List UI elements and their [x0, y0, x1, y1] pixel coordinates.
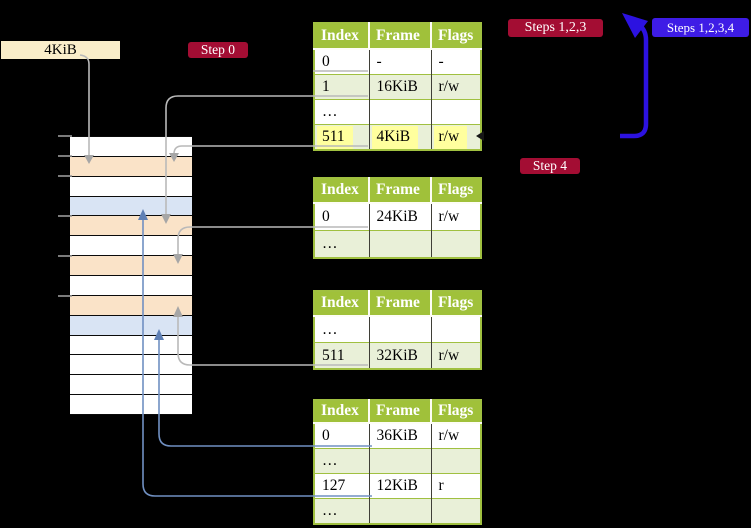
recursive-loop-arrowhead [622, 13, 648, 38]
cell-index: … [314, 315, 369, 343]
table-header-row: Index Frame Flags [314, 23, 481, 50]
col-header-flags: Flags [430, 291, 481, 317]
cell-frame: 4KiB [368, 124, 431, 150]
table-row: 127 12KiB r [314, 473, 481, 499]
col-header-flags: Flags [430, 400, 481, 424]
cell-flags: - [430, 48, 481, 75]
highlighted-value: r/w [433, 125, 468, 149]
table-row: 0 36KiB r/w [314, 422, 481, 449]
badge-steps-1-2-3-4: Steps 1,2,3,4 [652, 18, 749, 37]
memory-frame-row-blue [70, 315, 192, 336]
table-row: 511 32KiB r/w [314, 342, 481, 369]
table-row: … [314, 448, 481, 474]
cell-frame [368, 230, 431, 258]
cell-flags [430, 448, 481, 474]
cell-flags: r/w [430, 422, 481, 449]
cell-frame: 24KiB [368, 202, 431, 231]
cell-flags: r [430, 473, 481, 499]
cell-frame: 32KiB [368, 342, 431, 369]
cell-index: … [314, 498, 369, 524]
recursive-loop-arrow [620, 23, 649, 139]
page-table-3: Index Frame Flags … 511 32KiB r/w [313, 290, 482, 370]
memory-frame-row-peach [70, 156, 192, 177]
memory-frame-row-white [70, 395, 192, 416]
memory-frame-row-white [70, 137, 192, 157]
cell-flags: r/w [430, 74, 481, 100]
page-table-2: Index Frame Flags 0 24KiB r/w … [313, 177, 482, 259]
col-header-frame: Frame [368, 178, 431, 204]
badge-step-4: Step 4 [520, 158, 580, 174]
cell-frame [368, 315, 431, 343]
highlighted-value: 4KiB [371, 125, 419, 149]
cell-frame: 12KiB [368, 473, 431, 499]
table-row: … [314, 315, 481, 343]
col-header-index: Index [314, 23, 369, 50]
memory-frame-row-white [70, 335, 192, 356]
memory-frame-row-blue [70, 196, 192, 217]
badge-step-0: Step 0 [188, 42, 248, 58]
cell-index: 1 [314, 74, 369, 100]
frame-size-label: 4KiB [1, 41, 120, 59]
col-header-frame: Frame [368, 23, 431, 50]
table-row: … [314, 498, 481, 524]
table-row: 0 24KiB r/w [314, 202, 481, 231]
cell-flags [430, 315, 481, 343]
cell-flags: r/w [430, 202, 481, 231]
memory-frame-row-white [70, 375, 192, 396]
cell-index: 127 [314, 473, 369, 499]
col-header-frame: Frame [368, 291, 431, 317]
cell-frame: 16KiB [368, 74, 431, 100]
cell-index: … [314, 99, 369, 125]
memory-frame-row-white [70, 236, 192, 257]
table-row: 1 16KiB r/w [314, 74, 481, 100]
col-header-flags: Flags [430, 178, 481, 204]
cell-flags [430, 498, 481, 524]
table-header-row: Index Frame Flags [314, 291, 481, 317]
cell-index: 511 [314, 124, 369, 150]
col-header-index: Index [314, 400, 369, 424]
page-table-top: Index Frame Flags 0 - - 1 16KiB r/w … 51… [313, 22, 482, 151]
cell-index: 0 [314, 422, 369, 449]
cell-frame [368, 99, 431, 125]
page-table-4: Index Frame Flags 0 36KiB r/w … 127 12Ki… [313, 399, 482, 525]
cell-flags [430, 230, 481, 258]
cell-flags: r/w [430, 124, 481, 150]
cell-index: 0 [314, 48, 369, 75]
memory-frame-row-white [70, 176, 192, 197]
col-header-index: Index [314, 291, 369, 317]
cell-flags [430, 99, 481, 125]
table-row: … [314, 99, 481, 125]
col-header-frame: Frame [368, 400, 431, 424]
cell-index: … [314, 448, 369, 474]
cell-frame: 36KiB [368, 422, 431, 449]
memory-column [70, 136, 192, 416]
memory-frame-row-peach [70, 295, 192, 316]
col-header-index: Index [314, 178, 369, 204]
memory-frame-row-white [70, 276, 192, 296]
col-header-flags: Flags [430, 23, 481, 50]
cell-frame [368, 448, 431, 474]
cell-index: 0 [314, 202, 369, 231]
badge-steps-1-2-3: Steps 1,2,3 [508, 19, 603, 37]
table-row: 0 - - [314, 48, 481, 75]
table-header-row: Index Frame Flags [314, 178, 481, 204]
table-header-row: Index Frame Flags [314, 400, 481, 424]
memory-frame-row-white [70, 355, 192, 376]
cell-index: … [314, 230, 369, 258]
table-row: … [314, 230, 481, 258]
cell-index: 511 [314, 342, 369, 369]
cell-flags: r/w [430, 342, 481, 369]
highlighted-value: 511 [317, 125, 353, 149]
memory-frame-row-peach [70, 256, 192, 277]
table-row-recursive-entry: 511 4KiB r/w [314, 124, 481, 150]
cell-frame [368, 498, 431, 524]
memory-frame-row-peach [70, 216, 192, 237]
cell-frame: - [368, 48, 431, 75]
